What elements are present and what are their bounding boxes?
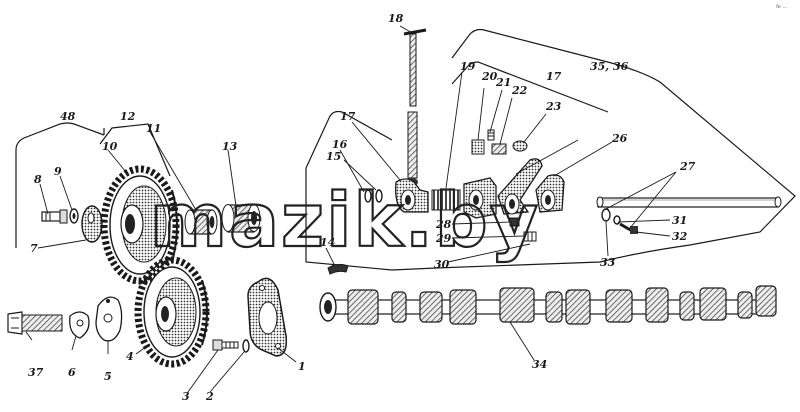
callout-27: 27	[679, 160, 696, 173]
camshaft-34	[319, 285, 777, 325]
rocker-shaft-27	[596, 196, 782, 208]
group-bracket-12	[99, 123, 171, 177]
spring-19	[431, 189, 461, 211]
screw-32	[619, 222, 638, 234]
gear-4	[134, 256, 210, 368]
spring-washer-15	[364, 189, 372, 203]
callout-7: 7	[30, 242, 38, 255]
callout-32: 32	[672, 230, 688, 243]
callout-15: 15	[326, 150, 341, 163]
callout-19: 19	[460, 60, 476, 73]
callout-17-left: 17	[340, 110, 356, 123]
lock-washer-6	[69, 311, 90, 339]
group-bracket-48	[15, 122, 105, 248]
callout-14: 14	[320, 236, 335, 249]
callout-35-36: 35, 36	[590, 60, 629, 73]
callout-23: 23	[545, 100, 562, 113]
callout-5: 5	[104, 370, 112, 383]
plate-7	[81, 205, 103, 243]
callout-29: 29	[435, 232, 452, 245]
bolt-3	[212, 339, 239, 351]
callout-16: 16	[332, 138, 348, 151]
spring-31	[613, 215, 621, 225]
bushing-11	[184, 209, 218, 235]
threaded-stud-37	[7, 311, 63, 335]
washer-9	[69, 208, 79, 224]
callout-26: 26	[611, 132, 628, 145]
callout-21: 21	[495, 76, 511, 89]
washer-16	[375, 189, 383, 203]
rocker-arm-26	[535, 174, 565, 213]
callout-37: 37	[28, 366, 44, 379]
push-rod-18	[403, 28, 427, 186]
bushing-13	[221, 204, 261, 233]
callout-labels: 48 12 11 10 9 8 7 13 17 16 15 18 19 20 2…	[28, 4, 787, 403]
callout-3: 3	[182, 390, 190, 403]
callout-34: 34	[532, 358, 547, 371]
callout-30: 30	[434, 258, 450, 271]
nut-20	[471, 139, 485, 155]
callout-33: 33	[600, 256, 616, 269]
callout-31: 31	[672, 214, 687, 227]
cam-plate-5	[95, 296, 123, 342]
flange-plate-1	[247, 277, 288, 357]
callout-2: 2	[205, 390, 214, 403]
key-14	[327, 263, 349, 275]
callout-1: 1	[298, 360, 306, 373]
callout-18: 18	[388, 12, 404, 25]
callout-17-right: 17	[546, 70, 562, 83]
rocker-bracket	[463, 177, 497, 219]
callout-48: 48	[60, 110, 76, 123]
callout-9: 9	[54, 165, 62, 178]
bolt-28-29	[509, 217, 537, 242]
callout-8: 8	[34, 173, 42, 186]
callout-22: 22	[511, 84, 528, 97]
watermark: mazik.by	[150, 178, 540, 264]
corner-mark: № ...	[776, 4, 787, 10]
bushing-22	[491, 143, 507, 155]
callout-20: 20	[481, 70, 498, 83]
screw-21	[487, 129, 495, 141]
group-bracket-17-right	[451, 61, 609, 113]
cap-23	[512, 140, 528, 152]
callout-10: 10	[102, 140, 118, 153]
bolt-8	[41, 209, 68, 224]
callout-4: 4	[126, 350, 134, 363]
camshaft-gear-10	[100, 165, 180, 285]
rocker-arm-17-left	[395, 178, 429, 213]
group-bracket-35-36	[305, 28, 796, 271]
callout-13: 13	[222, 140, 238, 153]
callout-11: 11	[146, 122, 161, 135]
callout-28: 28	[435, 218, 452, 231]
leader-lines	[25, 25, 677, 393]
callout-12: 12	[120, 110, 136, 123]
washer-33	[601, 208, 611, 222]
callout-6: 6	[68, 366, 76, 379]
washer-2	[242, 339, 250, 353]
